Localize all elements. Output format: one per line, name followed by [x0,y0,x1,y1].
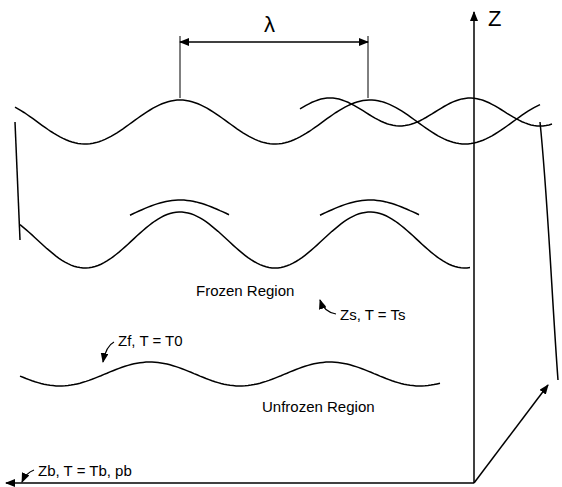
surface-wave [300,98,552,126]
region-label: Unfrozen Region [262,398,375,416]
axis-label: Z [488,6,501,32]
z-axis [473,12,475,483]
boundary-label: Zb, T = Tb, pb [38,462,132,480]
y-axis [474,385,548,483]
wavelength-tick [180,36,181,98]
freezing-front [20,362,440,386]
surface-wave [20,212,470,268]
surface-edge [540,122,558,380]
leader-arrow [22,470,34,482]
wavelength-arrow [180,41,368,43]
wavelength-tick [368,36,369,98]
leader-arrow [103,342,114,362]
surface-wave [15,100,540,144]
wavy-surfaces [15,98,552,386]
leader-arrow [320,300,336,314]
surface-edge [15,122,20,240]
x-axis [6,482,474,484]
front-label: Zf, T = T0 [118,332,183,350]
region-label: Frozen Region [196,282,294,300]
shading-curve [130,200,229,215]
wavelength-label: λ [264,12,275,38]
surface-label: Zs, T = Ts [340,306,405,324]
shading-curve [320,200,419,215]
